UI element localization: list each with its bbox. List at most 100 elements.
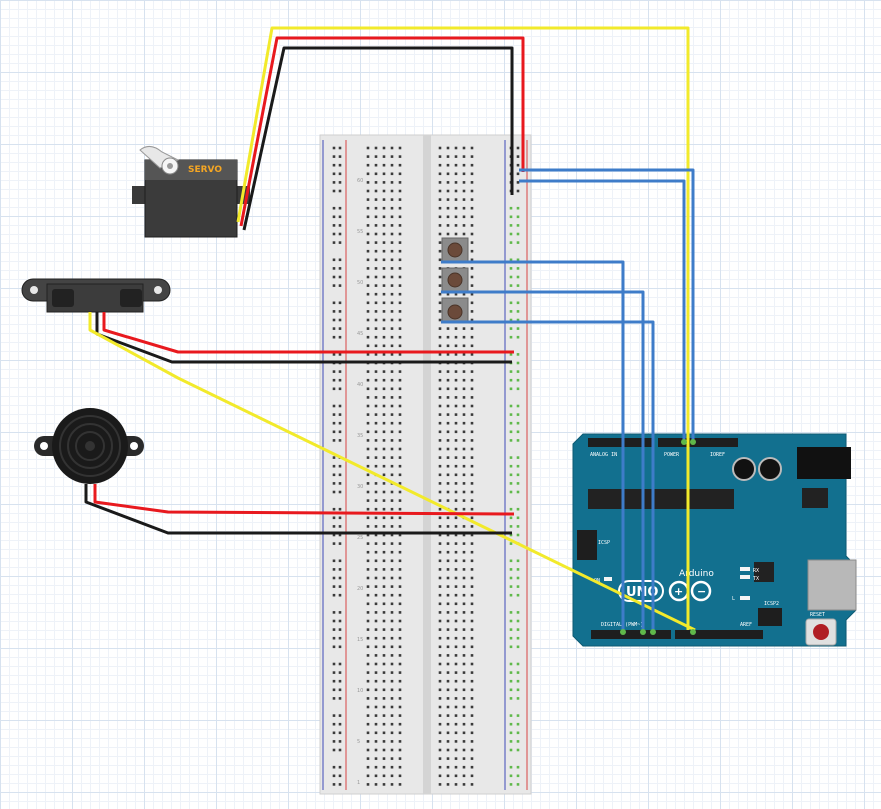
breadboard-hole: [390, 636, 394, 640]
breadboard-hole: [338, 181, 342, 184]
breadboard-hole: [374, 482, 378, 485]
breadboard-hole: [390, 301, 394, 305]
push-button-1[interactable]: [441, 237, 469, 263]
breadboard-hole: [454, 645, 458, 649]
breadboard-hole: [398, 765, 402, 769]
breadboard-hole: [470, 662, 474, 666]
breadboard-hole: [382, 765, 386, 769]
breadboard-hole: [398, 757, 402, 760]
breadboard-hole: [516, 714, 520, 717]
breadboard-hole: [374, 456, 378, 459]
breadboard-hole: [398, 318, 402, 322]
breadboard-hole: [454, 593, 458, 597]
breadboard-hole: [470, 249, 474, 253]
breadboard-hole: [516, 361, 520, 365]
push-button-2[interactable]: [441, 267, 469, 293]
breadboard-hole: [398, 344, 402, 348]
breadboard-hole: [438, 404, 442, 408]
breadboard-hole: [509, 439, 513, 442]
breadboard-hole: [454, 499, 458, 502]
breadboard-hole: [390, 267, 394, 270]
breadboard-hole: [382, 430, 386, 434]
breadboard-hole: [390, 654, 394, 657]
breadboard-hole: [398, 163, 402, 167]
breadboard-hole: [438, 525, 442, 528]
breadboard-hole: [509, 241, 513, 244]
buzzer-ground-wire: [84, 484, 512, 535]
reset-button[interactable]: [813, 624, 829, 640]
breadboard-hole: [509, 456, 513, 459]
breadboard-hole: [374, 249, 378, 253]
breadboard-hole: [509, 636, 513, 640]
breadboard-hole: [509, 284, 513, 287]
breadboard-hole: [366, 602, 370, 606]
breadboard-hole: [382, 740, 386, 743]
breadboard-hole: [338, 378, 342, 382]
breadboard-hole: [382, 172, 386, 176]
breadboard-hole: [374, 335, 378, 339]
breadboard-hole: [454, 533, 458, 537]
servo-motor: SERVO: [132, 146, 250, 238]
breadboard-hole: [332, 335, 336, 339]
breadboard-hole: [332, 679, 336, 683]
breadboard-hole: [338, 507, 342, 511]
breadboard-hole: [470, 353, 474, 356]
breadboard-hole: [390, 327, 394, 330]
breadboard-hole: [438, 679, 442, 683]
breadboard-hole: [390, 215, 394, 219]
breadboard-hole: [470, 439, 474, 442]
power-jack: [797, 447, 851, 479]
breadboard-hole: [438, 172, 442, 176]
breadboard-hole: [374, 189, 378, 193]
breadboard-hole: [374, 662, 378, 666]
breadboard-hole: [382, 757, 386, 760]
breadboard-hole: [374, 568, 378, 571]
breadboard-hole: [374, 396, 378, 399]
breadboard-hole: [446, 224, 450, 227]
breadboard-hole: [366, 585, 370, 588]
breadboard-hole: [366, 611, 370, 614]
breadboard-hole: [438, 542, 442, 545]
breadboard-hole: [398, 611, 402, 614]
breadboard-hole: [398, 198, 402, 201]
breadboard-hole: [516, 516, 520, 520]
power-header: [658, 438, 738, 447]
breadboard-hole: [366, 679, 370, 683]
breadboard-hole: [390, 456, 394, 459]
breadboard-hole: [398, 774, 402, 778]
breadboard-hole: [438, 774, 442, 778]
breadboard-hole: [332, 473, 336, 477]
breadboard-hole: [509, 576, 513, 580]
buzzer-ring-1: [59, 415, 121, 477]
breadboard-hole: [382, 550, 386, 554]
breadboard-hole: [438, 275, 442, 279]
breadboard-hole: [366, 748, 370, 752]
breadboard-hole: [516, 722, 520, 726]
breadboard-hole: [509, 318, 513, 322]
breadboard-hole: [332, 697, 336, 700]
breadboard-hole: [398, 499, 402, 502]
breadboard-hole: [454, 697, 458, 700]
breadboard-hole: [382, 559, 386, 563]
breadboard-hole: [454, 456, 458, 459]
breadboard-hole: [390, 275, 394, 279]
breadboard-hole: [366, 258, 370, 262]
breadboard-hole: [446, 447, 450, 451]
breadboard-hole: [374, 679, 378, 683]
breadboard-hole: [398, 206, 402, 210]
breadboard-hole: [398, 232, 402, 236]
push-button-3[interactable]: [441, 297, 469, 323]
breadboard-hole: [390, 550, 394, 554]
breadboard-hole: [390, 413, 394, 416]
breadboard-hole: [454, 765, 458, 769]
breadboard-hole: [374, 559, 378, 563]
breadboard-hole: [446, 198, 450, 201]
breadboard-hole: [446, 155, 450, 158]
breadboard-hole: [382, 679, 386, 683]
breadboard-hole: [438, 353, 442, 356]
breadboard-hole: [509, 353, 513, 356]
breadboard-hole: [509, 310, 513, 313]
breadboard-hole: [516, 404, 520, 408]
breadboard-hole: [398, 585, 402, 588]
